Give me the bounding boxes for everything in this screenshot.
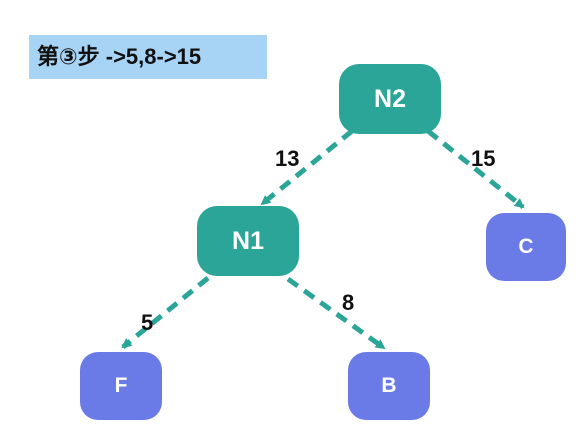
edge-weight-n2-n1: 13 [275,146,300,171]
edge-weight-n1-f: 5 [141,310,154,335]
edge-weight-n2-c: 15 [471,146,496,171]
node-f: F [80,352,162,420]
node-n1: N1 [197,206,299,276]
edge-n1-f [121,276,210,349]
node-c: C [486,213,566,281]
node-b: B [348,352,430,420]
edge-n2-c [426,129,525,209]
node-n2: N2 [339,64,441,134]
step-label: 第③步 ->5,8->15 [29,35,267,79]
edge-weight-n1-b: 8 [342,290,355,315]
edge-n1-b [286,276,386,351]
